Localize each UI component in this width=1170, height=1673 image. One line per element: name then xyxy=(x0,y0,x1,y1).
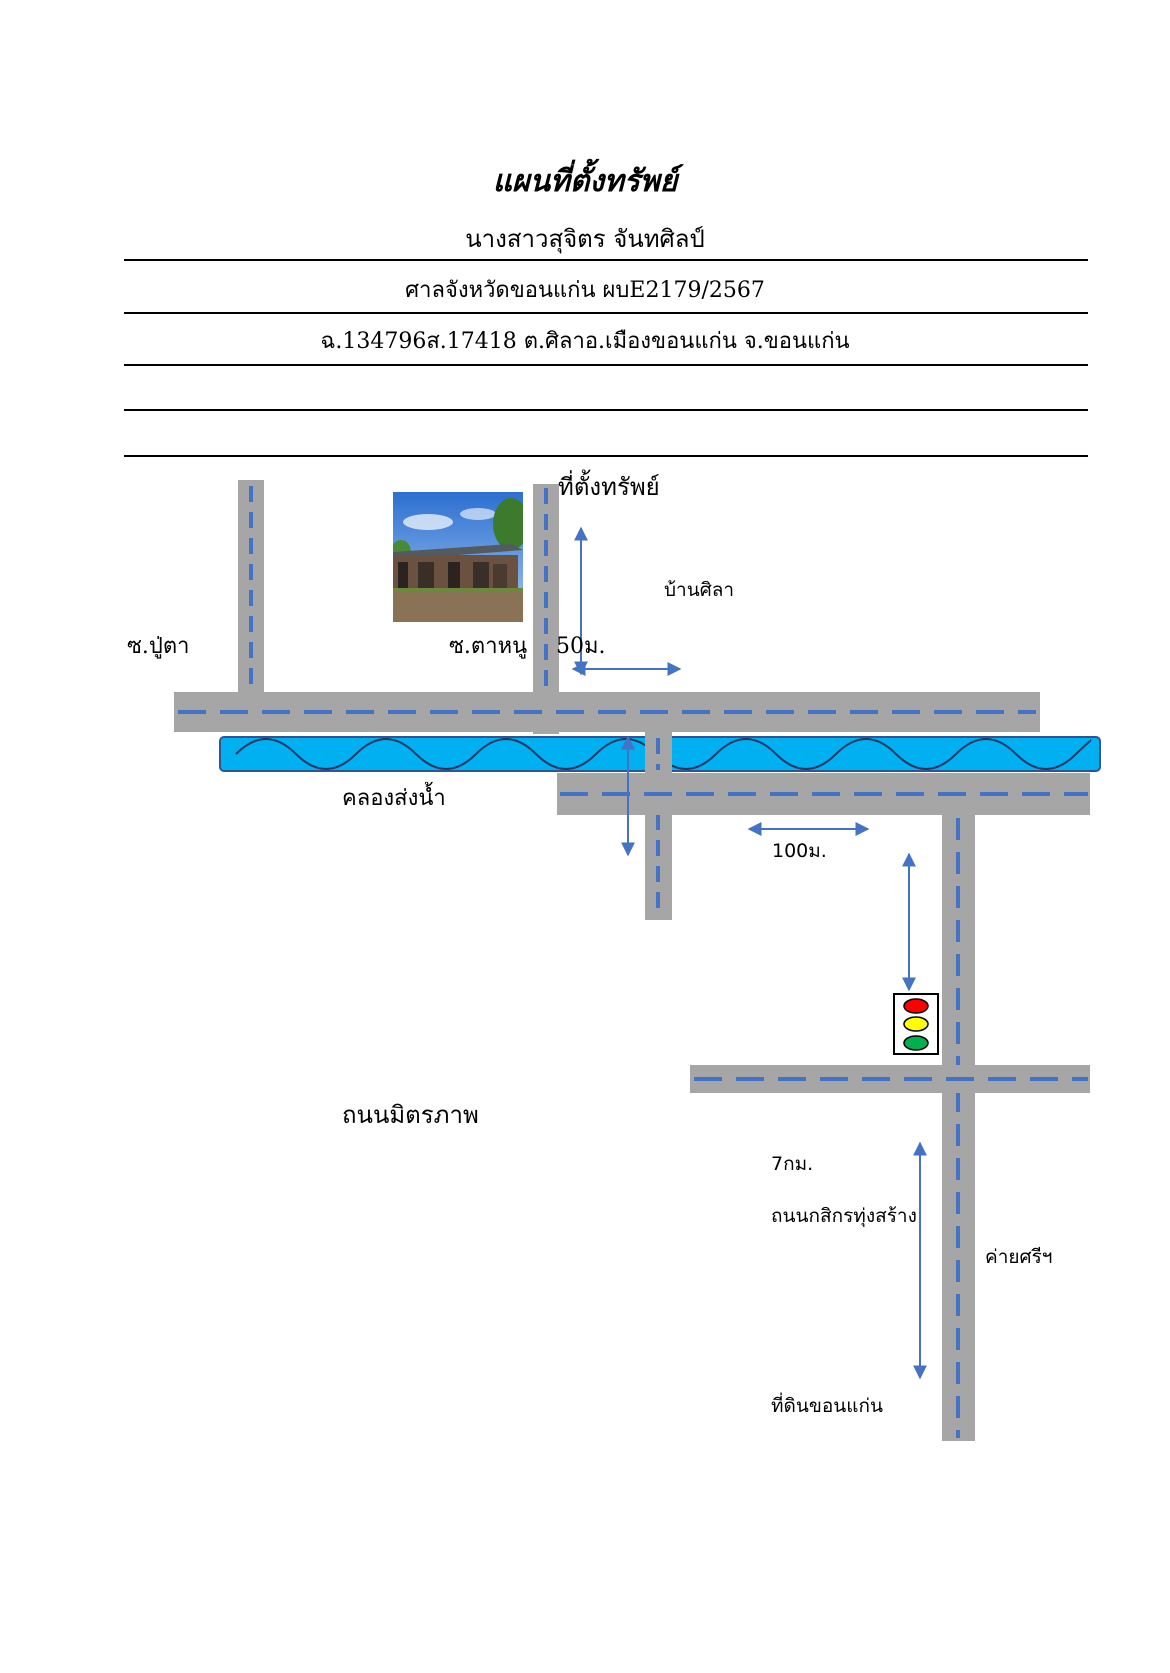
divider xyxy=(124,455,1088,457)
roads xyxy=(174,480,1090,1441)
label-ban-sila: บ้านศิลา xyxy=(664,579,735,601)
label-land-office: ที่ดินขอนแก่น xyxy=(771,1395,883,1417)
page-title: แผนที่ตั้งทรัพย์ xyxy=(492,164,678,199)
label-camp-sri: ค่ายศรีฯ xyxy=(985,1246,1053,1268)
label-kasikorn-road: ถนนกสิกรทุ่งสร้าง xyxy=(771,1205,917,1227)
divider xyxy=(124,312,1088,314)
owner-name: นางสาวสุจิตร จันทศิลป์ xyxy=(465,225,705,253)
property-photo xyxy=(393,492,523,622)
label-property-location: ที่ตั้งทรัพย์ xyxy=(558,473,660,501)
label-distance-7km: 7กม. xyxy=(771,1153,814,1175)
divider xyxy=(124,409,1088,411)
distance-arrows xyxy=(571,526,927,1380)
divider xyxy=(124,259,1088,261)
label-distance-50m: 50ม. xyxy=(556,634,606,659)
canal xyxy=(219,735,1101,773)
divider xyxy=(124,364,1088,366)
deed-info: ฉ.134796ส.17418 ต.ศิลาอ.เมืองขอนแก่น จ.ข… xyxy=(320,329,850,354)
label-canal: คลองส่งน้ำ xyxy=(342,786,446,811)
label-distance-100m: 100ม. xyxy=(772,840,827,862)
traffic-light-icon xyxy=(893,993,939,1055)
label-soi-pu-ta: ซ.ปู่ตา xyxy=(127,634,190,659)
label-soi-ta-nu: ซ.ตาหนู xyxy=(449,634,528,659)
road-soi-pu-ta xyxy=(238,480,264,692)
label-mittraphap-road: ถนนมิตรภาพ xyxy=(342,1101,479,1129)
court-case: ศาลจังหวัดขอนแก่น ผบE2179/2567 xyxy=(405,278,765,303)
